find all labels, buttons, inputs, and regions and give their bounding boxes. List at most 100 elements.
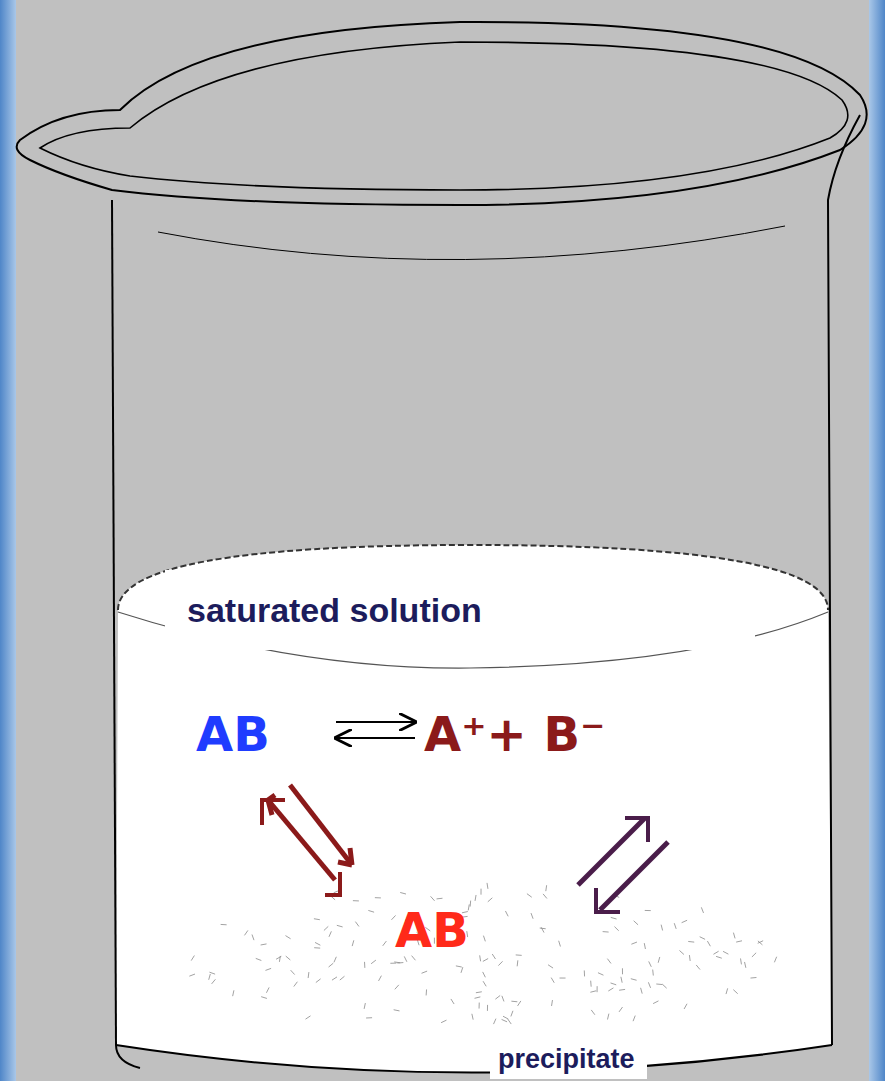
- grain: [662, 984, 666, 988]
- grain: [688, 941, 694, 943]
- grain: [611, 983, 617, 985]
- grain: [590, 991, 596, 992]
- grain: [437, 898, 443, 900]
- grain: [502, 996, 504, 1002]
- grain: [472, 1014, 473, 1020]
- grain: [648, 982, 650, 988]
- grain: [314, 918, 320, 920]
- grain: [603, 931, 609, 932]
- grain: [713, 951, 718, 954]
- grain: [483, 959, 488, 962]
- grain: [649, 961, 652, 966]
- grain: [391, 915, 395, 919]
- precipitate-label-box: precipitate: [490, 1040, 647, 1079]
- equilibrium-arrow: [336, 722, 415, 738]
- grain: [397, 962, 403, 964]
- grain: [543, 894, 547, 899]
- grain: [488, 898, 493, 902]
- grain: [726, 988, 728, 994]
- grain: [689, 955, 691, 961]
- grain: [597, 986, 598, 992]
- grain: [483, 936, 485, 942]
- grain: [487, 1005, 488, 1011]
- grain: [733, 933, 735, 939]
- edge-band: [0, 0, 16, 1081]
- grain: [353, 900, 359, 901]
- grain: [492, 954, 495, 959]
- grain: [498, 961, 502, 965]
- grain: [682, 920, 687, 922]
- grain: [191, 956, 194, 961]
- grain: [527, 894, 532, 898]
- box-label: precipitate: [498, 1044, 639, 1075]
- grain: [518, 1001, 521, 1006]
- grain: [265, 968, 271, 970]
- dissolve-arrow: [262, 785, 352, 895]
- solution-liquid: [116, 545, 832, 1073]
- grain: [517, 960, 519, 966]
- beaker-bottom: [116, 1045, 832, 1073]
- grain: [614, 927, 618, 931]
- grain: [487, 883, 489, 889]
- grain: [740, 958, 742, 964]
- grain: [291, 970, 295, 974]
- grain: [644, 943, 645, 949]
- grain: [634, 921, 638, 925]
- grain: [305, 1016, 310, 1019]
- grain: [476, 991, 482, 993]
- ion-formula: A⁺+ B⁻: [424, 706, 605, 762]
- grain: [548, 965, 553, 968]
- grain: [294, 982, 298, 987]
- grain: [332, 977, 337, 980]
- grain: [774, 957, 776, 963]
- grain: [368, 910, 374, 912]
- grain: [752, 953, 756, 957]
- grain: [541, 927, 544, 932]
- grain: [551, 1000, 553, 1006]
- grain: [531, 913, 533, 919]
- grain: [337, 925, 343, 927]
- grain: [653, 1001, 658, 1004]
- grain: [684, 1004, 687, 1009]
- grain: [495, 995, 500, 999]
- grain: [252, 935, 254, 941]
- grain: [364, 962, 365, 968]
- grain: [560, 978, 566, 979]
- grain: [261, 997, 267, 999]
- solution-label-box: saturated solution: [165, 570, 755, 650]
- grain: [212, 979, 216, 984]
- beaker-rim: [17, 22, 867, 205]
- grain: [390, 963, 396, 964]
- grain: [475, 895, 476, 901]
- grain: [607, 959, 611, 964]
- grain: [286, 956, 291, 960]
- grain: [733, 990, 737, 994]
- grain: [431, 896, 435, 900]
- grain: [700, 937, 705, 940]
- grain: [559, 941, 561, 947]
- grain: [631, 979, 637, 981]
- grain: [723, 951, 728, 954]
- grain: [590, 981, 591, 987]
- grain: [316, 979, 321, 983]
- beaker-wall: [112, 200, 116, 1045]
- grain: [674, 923, 676, 929]
- grain: [395, 985, 399, 989]
- grain: [375, 897, 381, 898]
- grain: [308, 972, 310, 978]
- grain: [633, 1016, 635, 1022]
- beaker-rim-inner: [40, 42, 848, 190]
- grain: [314, 947, 320, 948]
- grain: [502, 1019, 507, 1021]
- grain: [383, 941, 387, 946]
- grain: [315, 942, 320, 945]
- grain: [645, 910, 651, 911]
- precipitate-arrow: [578, 818, 668, 912]
- grain: [696, 965, 700, 970]
- grain: [611, 917, 617, 919]
- grain: [483, 981, 486, 986]
- grain: [456, 966, 462, 967]
- grain: [475, 997, 481, 998]
- grain: [511, 1011, 513, 1017]
- grain: [641, 988, 643, 994]
